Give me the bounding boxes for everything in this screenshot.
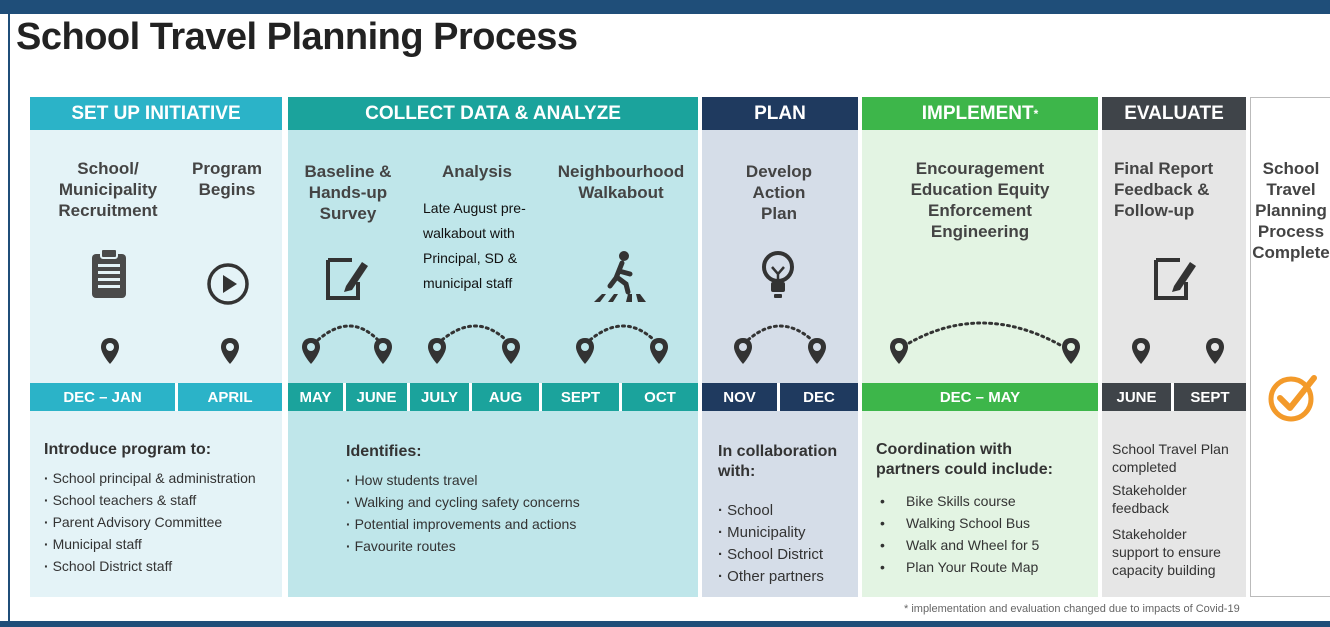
lightbulb-icon bbox=[762, 251, 794, 298]
date-cell: NOV bbox=[702, 383, 780, 411]
date-cell: OCT bbox=[622, 383, 698, 411]
stage-header: SET UP INITIATIVE bbox=[30, 97, 282, 130]
list-item: How students travel bbox=[346, 469, 580, 491]
list-item-text: Bike Skills course bbox=[906, 493, 1016, 509]
setup-lower-title: Introduce program to: bbox=[44, 441, 212, 458]
stage-body bbox=[862, 130, 1098, 597]
play-icon bbox=[207, 263, 249, 305]
list-item: School bbox=[718, 500, 824, 522]
evaluate-item: Stakeholder feedback bbox=[1112, 482, 1187, 516]
evaluate-item: Stakeholder support to ensure capacity b… bbox=[1112, 526, 1221, 578]
map-pin-icon bbox=[101, 338, 119, 364]
list-item: Municipality bbox=[718, 522, 824, 544]
dates-collect: MAY JUNE JULY AUG SEPT OCT bbox=[288, 383, 698, 411]
list-item-text: Walk and Wheel for 5 bbox=[906, 537, 1040, 553]
date-cell: DEC – JAN bbox=[30, 383, 178, 411]
stage-header: PLAN bbox=[702, 97, 858, 130]
date-cell: SEPT bbox=[542, 383, 622, 411]
stage-header: EVALUATE bbox=[1102, 97, 1246, 130]
collect-bullets: How students travel Walking and cycling … bbox=[346, 469, 580, 557]
date-cell: JUNE bbox=[346, 383, 410, 411]
step-walkabout: Neighbourhood Walkabout bbox=[557, 162, 685, 202]
stage-complete bbox=[1250, 97, 1330, 597]
step-baseline-survey: Baseline & Hands-up Survey bbox=[304, 162, 392, 223]
pedestrian-crossing-icon bbox=[594, 251, 646, 302]
date-cell: JULY bbox=[410, 383, 472, 411]
bottom-border bbox=[0, 621, 1330, 627]
edit-document-icon bbox=[326, 258, 368, 300]
date-cell: DEC bbox=[780, 383, 858, 411]
collect-lower-title: Identifies: bbox=[346, 443, 422, 460]
left-border bbox=[8, 14, 10, 621]
stage-header: IMPLEMENT* bbox=[862, 97, 1098, 130]
step-five-e: Encouragement Education Equity Enforceme… bbox=[910, 159, 1050, 241]
checkmark-icon bbox=[1268, 375, 1317, 422]
clipboard-icon bbox=[92, 248, 126, 298]
complete-text: School Travel Planning Process Complete bbox=[1252, 159, 1330, 262]
date-cell: SEPT bbox=[1174, 383, 1246, 411]
list-item: Potential improvements and actions bbox=[346, 513, 580, 535]
stage-header-label: IMPLEMENT bbox=[921, 102, 1034, 124]
stage-header: COLLECT DATA & ANALYZE bbox=[288, 97, 698, 130]
map-pin-icon bbox=[734, 338, 752, 364]
list-item: School District staff bbox=[44, 555, 256, 577]
asterisk: * bbox=[1033, 106, 1039, 121]
top-border bbox=[0, 0, 1330, 14]
map-pin-icon bbox=[428, 338, 446, 364]
date-cell: JUNE bbox=[1102, 383, 1174, 411]
list-item-text: Walking School Bus bbox=[906, 515, 1030, 531]
map-pin-icon bbox=[502, 338, 520, 364]
step-recruitment: School/ Municipality Recruitment bbox=[58, 159, 158, 220]
plan-bullets: School Municipality School District Othe… bbox=[718, 500, 824, 588]
list-item: School District bbox=[718, 544, 824, 566]
list-item: Municipal staff bbox=[44, 533, 256, 555]
step-analysis: Analysis bbox=[442, 162, 512, 181]
walkabout-note: Late August pre-walkabout with Principal… bbox=[423, 200, 526, 291]
list-item: Walking and cycling safety concerns bbox=[346, 491, 580, 513]
step-program-begins: Program Begins bbox=[192, 159, 262, 199]
map-pin-icon bbox=[808, 338, 826, 364]
list-item: School teachers & staff bbox=[44, 489, 256, 511]
setup-bullets: School principal & administration School… bbox=[44, 467, 256, 577]
map-pin-icon bbox=[1206, 338, 1224, 364]
list-item: School principal & administration bbox=[44, 467, 256, 489]
step-final-report: Final Report Feedback & Follow-up bbox=[1114, 159, 1214, 220]
map-pin-icon bbox=[1062, 338, 1080, 364]
dates-evaluate: JUNE SEPT bbox=[1102, 383, 1246, 411]
map-pin-icon bbox=[221, 338, 239, 364]
footnote: * implementation and evaluation changed … bbox=[904, 603, 1240, 615]
map-pin-icon bbox=[576, 338, 594, 364]
map-pin-icon bbox=[650, 338, 668, 364]
edit-document-icon bbox=[1154, 258, 1196, 300]
date-cell: DEC – MAY bbox=[862, 383, 1098, 411]
plan-lower-title: In collaboration with: bbox=[718, 443, 838, 480]
map-pin-icon bbox=[302, 338, 320, 364]
step-action-plan: Develop Action Plan bbox=[745, 162, 813, 223]
dates-setup: DEC – JAN APRIL bbox=[30, 383, 282, 411]
list-item: Parent Advisory Committee bbox=[44, 511, 256, 533]
implement-bullets: •Bike Skills course •Walking School Bus … bbox=[880, 490, 1039, 578]
list-item: •Walking School Bus bbox=[880, 515, 1030, 531]
date-cell: APRIL bbox=[178, 383, 282, 411]
list-item: •Plan Your Route Map bbox=[880, 559, 1039, 575]
date-cell: AUG bbox=[472, 383, 542, 411]
map-pin-icon bbox=[1132, 338, 1150, 364]
evaluate-item: School Travel Plan completed bbox=[1112, 441, 1229, 475]
map-pin-icon bbox=[890, 338, 908, 364]
list-item: Other partners bbox=[718, 566, 824, 588]
map-pin-icon bbox=[374, 338, 392, 364]
list-item: •Bike Skills course bbox=[880, 493, 1016, 509]
list-item: Favourite routes bbox=[346, 535, 580, 557]
implement-lower-title: Coordination with partners could include… bbox=[876, 441, 1053, 478]
stage-body bbox=[1102, 130, 1246, 597]
date-cell: MAY bbox=[288, 383, 346, 411]
list-item: •Walk and Wheel for 5 bbox=[880, 537, 1040, 553]
list-item-text: Plan Your Route Map bbox=[906, 559, 1039, 575]
dates-implement: DEC – MAY bbox=[862, 383, 1098, 411]
dates-plan: NOV DEC bbox=[702, 383, 858, 411]
page-title: School Travel Planning Process bbox=[16, 16, 578, 58]
